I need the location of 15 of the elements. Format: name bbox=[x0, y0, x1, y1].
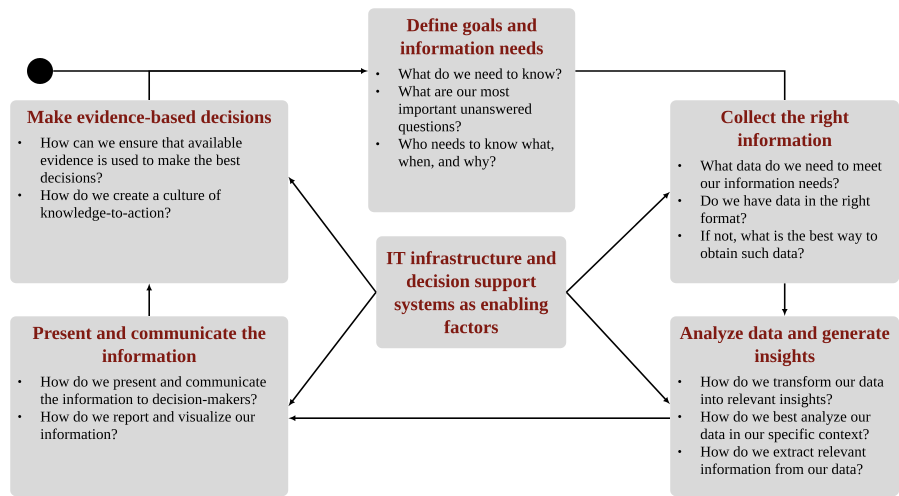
process-box: Collect the right information What data do we need to meet our information needs? Do we have data in the right format? If not, what is the best way to obtain such data? bbox=[670, 100, 899, 284]
process-box: Make evidence-based decisions How can we ensure that available evidence is used to make the best decisions? How do we create a culture of knowledge-to-action? bbox=[10, 100, 288, 284]
process-box: Define goals and information needs What do we need to know? What are our most important unanswered questions? Who needs to know what, when, and why? bbox=[368, 8, 576, 212]
arrow bbox=[146, 285, 152, 316]
center-box: IT infrastructure and decision support systems as enabling factors bbox=[376, 236, 566, 348]
arrow bbox=[782, 283, 788, 314]
process-box: Analyze data and generate insights How do we transform our data into relevant insights? How do we best analyze our data in our specific context? How do we extract relevant information from our data? bbox=[670, 316, 899, 496]
arrow bbox=[289, 178, 377, 293]
arrow bbox=[290, 416, 670, 421]
arrow bbox=[289, 292, 377, 405]
process-box: Present and communicate the information How do we present and communicate the information to decision-makers? How do we report and visualize our information? bbox=[10, 316, 288, 496]
arrow bbox=[148, 68, 366, 100]
arrow bbox=[566, 292, 669, 404]
arrow bbox=[566, 192, 669, 293]
start-circle bbox=[27, 58, 53, 84]
